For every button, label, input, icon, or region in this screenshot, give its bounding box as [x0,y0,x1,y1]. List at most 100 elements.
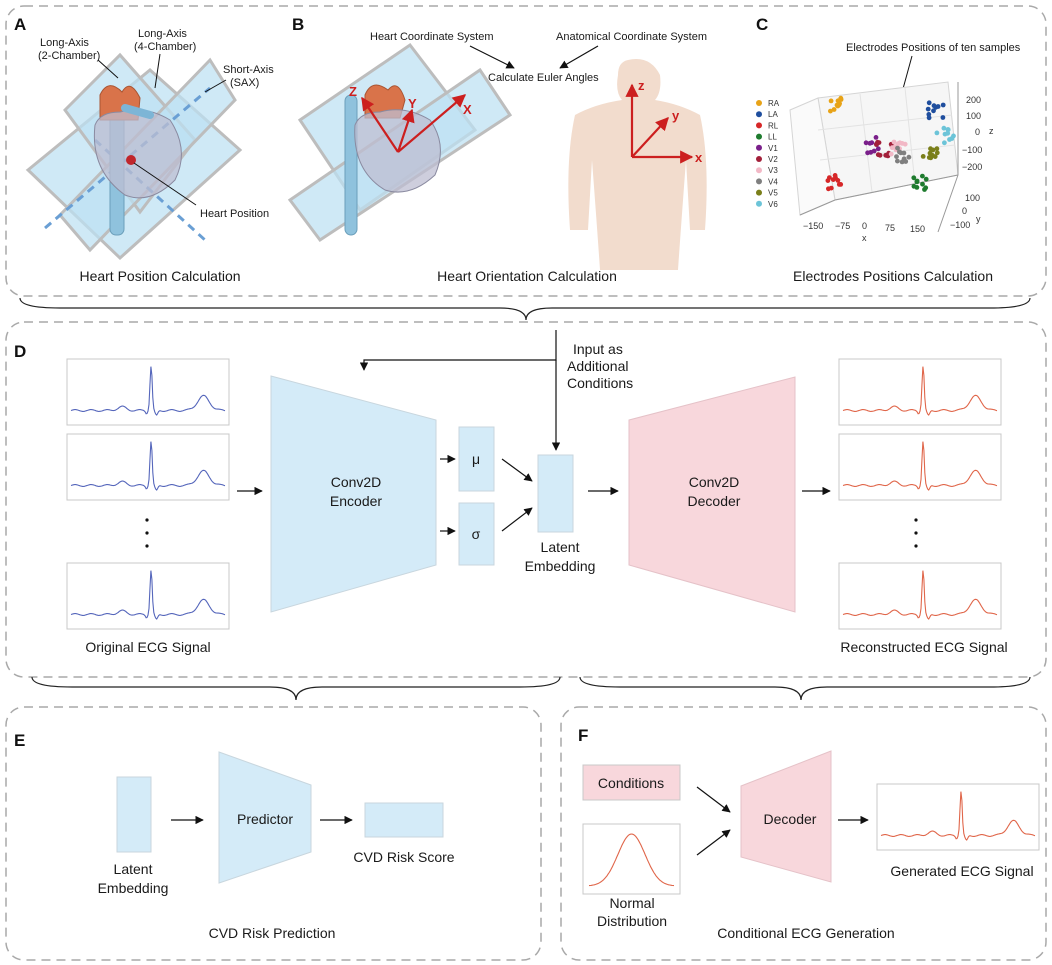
mu-symbol: μ [472,451,480,467]
conv2d-decoder-block [628,376,796,613]
electrode-point-v1 [867,140,873,146]
electrode-point-v5 [930,152,935,158]
sigma-block [458,502,495,566]
electrode-point-ra [831,107,837,112]
caption-f: Conditional ECG Generation [717,925,894,941]
electrode-point-ll [914,178,920,184]
arrow-conditions-to-decoder [696,786,731,813]
legend-marker-v3 [756,167,762,174]
panel-f-frame [560,706,1047,961]
electrode-point-v5 [934,146,940,152]
electrode-point-ra [836,102,842,108]
axis-label-anatomical-y: y [672,108,680,123]
panel-letter-a: A [14,15,26,34]
original-ecg-trace-3 [70,570,226,620]
electrode-point-v3 [888,151,894,157]
electrode-point-v6 [942,131,948,137]
label-heart-position: Heart Position [200,208,269,220]
electrode-point-la [933,104,939,110]
y-axis-label: y [976,214,981,224]
electrodes-plot-title: Electrodes Positions of ten samples [846,42,1021,54]
electrode-point-v6 [949,136,955,141]
x-tick-2: −75 [835,221,850,231]
normal-label-1: Normal [609,895,654,911]
legend-label-rl: RL [768,121,779,130]
legend-label-v1: V1 [768,144,778,153]
electrode-point-la [931,108,936,114]
label-calculate-euler-angles: Calculate Euler Angles [488,72,599,84]
conditions-label: Conditions [598,775,664,791]
electrode-point-ll [923,176,929,182]
x-tick-4: 75 [885,223,895,233]
latent-embedding-block [537,454,574,533]
electrode-point-ra [828,108,833,114]
legend-marker-v6 [756,200,762,207]
conv2d-encoder-block [270,375,437,613]
e-latent-embedding-block [116,776,152,853]
electrode-point-ll [923,185,929,191]
legend-label-v5: V5 [768,189,778,198]
brace-to-e [31,676,561,701]
arrow-sigma-to-latent [501,507,533,532]
electrode-point-v4 [906,154,912,160]
electrode-point-v1 [875,146,881,152]
electrode-point-v6 [945,127,951,133]
electrode-point-la [925,106,931,112]
axis-label-heart-z: Z [349,84,357,99]
x-tick-3: 0 [862,221,867,231]
electrode-points [825,95,956,192]
electrode-point-rl [836,182,842,187]
electrode-point-la [926,112,932,117]
arrow-mu-to-latent [501,458,533,482]
generated-ecg-box [876,783,1040,851]
panel-letter-c: C [756,15,768,34]
electrode-point-ll [911,175,917,181]
arrow-heart-to-euler [469,45,515,69]
legend-label-ra: RA [768,99,780,108]
original-ecg-stack [66,358,230,630]
cvd-risk-score-block [364,802,444,838]
label-reconstructed-ecg: Reconstructed ECG Signal [840,639,1007,655]
z-tick-5: −200 [962,162,982,172]
e-latent-label-1: Latent [114,861,153,877]
arrow-conditions-to-encoder [359,330,557,371]
electrode-point-v4 [899,159,905,165]
electrode-point-v6 [934,130,940,136]
x-tick-1: −150 [803,221,823,231]
axis-label-heart-x: X [463,102,472,117]
label-heart-coordinate-system: Heart Coordinate System [370,31,494,43]
panel-letter-f: F [578,726,588,745]
electrode-point-v3 [899,141,905,146]
panel-letter-d: D [14,342,26,361]
electrode-point-v4 [895,158,900,164]
electrode-point-v5 [920,154,926,159]
legend-marker-la [756,111,762,118]
label-long-axis-2ch-2: (2-Chamber) [38,50,100,62]
input-conditions-line-1: Input as [573,341,623,357]
predictor-label: Predictor [237,811,293,827]
axis-label-anatomical-z: z [638,78,645,93]
z-axis-label: z [989,126,994,136]
legend-marker-v2 [756,156,762,162]
legend-label-v3: V3 [768,166,778,175]
y-tick-3: −100 [950,220,970,230]
x-axis-label: x [862,233,867,243]
axis-label-anatomical-x: x [695,150,703,165]
caption-b: Heart Orientation Calculation [437,268,617,284]
reconstructed-ecg-trace-2 [842,441,998,491]
electrode-point-v4 [895,145,900,151]
brace-abc [19,297,1031,321]
electrode-point-v4 [903,159,909,164]
electrode-point-v4 [897,149,902,155]
label-original-ecg: Original ECG Signal [85,639,210,655]
panel-e-frame [5,706,542,961]
electrode-point-v2 [877,152,883,158]
legend-label-la: LA [768,110,778,119]
panel-letter-b: B [292,15,304,34]
f-decoder-block [740,750,832,883]
predictor-block [218,751,312,884]
legend-marker-v4 [756,178,762,185]
label-short-axis-2: (SAX) [230,77,259,89]
electrode-point-ll [911,183,917,189]
